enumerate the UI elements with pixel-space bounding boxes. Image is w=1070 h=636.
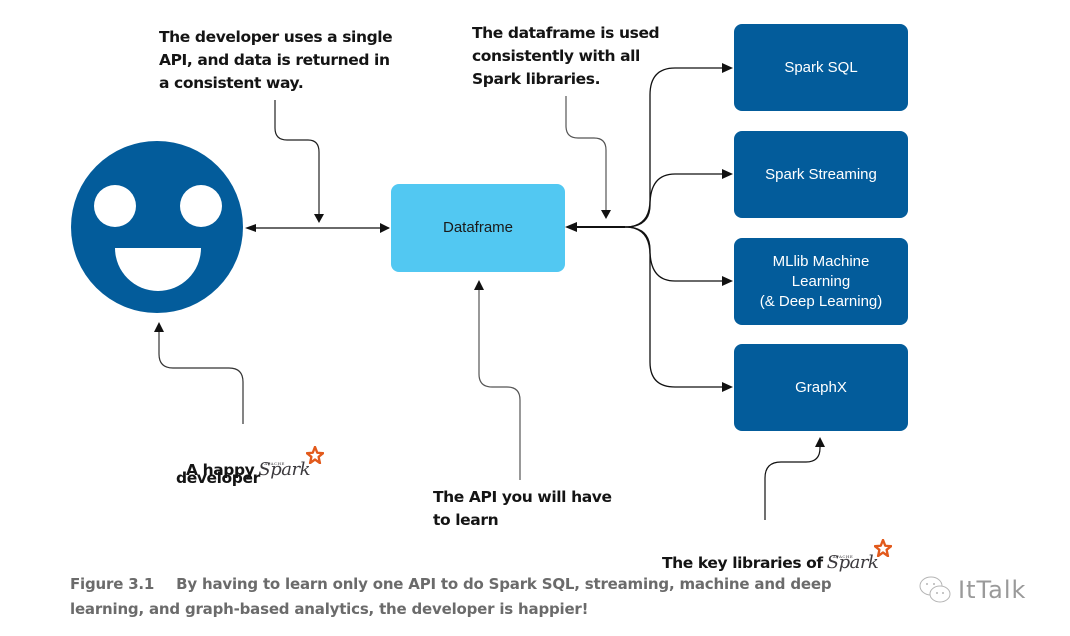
spark-logo-apache: APACHE bbox=[832, 554, 854, 559]
dataframe-node: Dataframe bbox=[391, 184, 565, 272]
library-node-spark-streaming: Spark Streaming bbox=[734, 131, 908, 218]
arrowhead-mllib bbox=[722, 276, 733, 286]
spark-logo-apache: APACHE bbox=[264, 461, 285, 466]
caption-line-2: learning, and graph-based analytics, the… bbox=[70, 600, 589, 618]
branch-spark-sql bbox=[624, 67, 728, 228]
arrowhead-single-api bbox=[314, 214, 324, 223]
library-node-mllib: MLlib Machine Learning (& Deep Learning) bbox=[734, 238, 908, 325]
watermark-text: ItTalk bbox=[958, 576, 1027, 604]
arrowhead-left-developer bbox=[245, 224, 256, 232]
library-node-spark-sql: Spark SQL bbox=[734, 24, 908, 111]
library-label: Spark Streaming bbox=[765, 165, 877, 183]
library-label: GraphX bbox=[795, 378, 847, 396]
callout-api-to-learn-line bbox=[478, 287, 521, 480]
wechat-icon bbox=[919, 576, 951, 603]
figure-caption: Figure 3.1 By having to learn only one AP… bbox=[70, 572, 832, 622]
annotation-dataframe-consistent: The dataframe is used consistently with … bbox=[472, 24, 660, 88]
spark-star-icon bbox=[874, 539, 893, 557]
annotation-api-to-learn: The API you will have to learn bbox=[433, 488, 612, 529]
annotation-happy-developer-suffix: developer bbox=[176, 469, 260, 487]
branch-spark-streaming bbox=[624, 173, 728, 228]
arrowhead-dataframe-consistent bbox=[601, 210, 611, 219]
callout-key-libraries-line bbox=[764, 445, 821, 520]
library-label: MLlib Machine Learning (& Deep Learning) bbox=[759, 252, 883, 310]
dataframe-label: Dataframe bbox=[442, 219, 514, 236]
caption-line-1: By having to learn only one API to do Sp… bbox=[176, 575, 832, 593]
arrowhead-graphx bbox=[722, 382, 733, 392]
arrowhead-key-libraries bbox=[815, 437, 825, 447]
arrowhead-api-to-learn bbox=[474, 280, 484, 290]
arrowhead-spark-sql bbox=[722, 63, 733, 73]
spark-logo-text: Spark bbox=[258, 459, 310, 480]
arrowhead-spark-streaming bbox=[722, 169, 733, 179]
arrowhead-happy-developer bbox=[154, 322, 164, 332]
annotation-key-libraries-text: The key libraries of bbox=[662, 554, 823, 572]
annotation-happy-prefix: A happy bbox=[186, 461, 255, 479]
happy-face-icon bbox=[71, 141, 243, 313]
library-label: Spark SQL bbox=[784, 58, 858, 76]
callout-single-api-line bbox=[274, 100, 320, 219]
callout-dataframe-consistent-line bbox=[565, 96, 607, 215]
spark-star-icon bbox=[306, 446, 324, 464]
branch-graphx bbox=[624, 226, 728, 388]
callout-happy-developer-line bbox=[158, 329, 244, 424]
figure-number: Figure 3.1 bbox=[70, 575, 155, 593]
annotation-single-api: The developer uses a single API, and dat… bbox=[159, 28, 393, 92]
spark-logo-text: Spark bbox=[826, 552, 879, 573]
watermark: ItTalk bbox=[918, 575, 1026, 605]
library-node-graphx: GraphX bbox=[734, 344, 908, 431]
arrowhead-dataframe-right bbox=[565, 222, 577, 232]
branch-mllib bbox=[624, 226, 728, 282]
